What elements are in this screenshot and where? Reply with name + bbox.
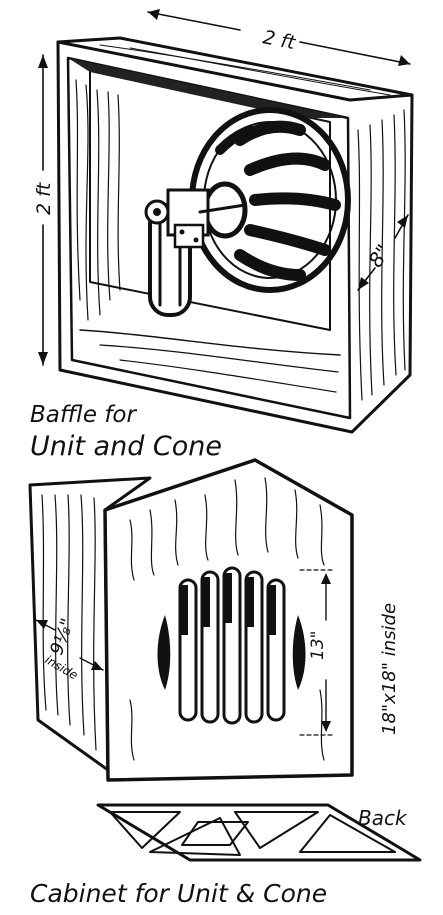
baffle-caption-line2: Unit and Cone	[30, 431, 222, 462]
height-dimension	[38, 54, 48, 366]
cabinet: 13" 9⅛" inside 18"x18" inside Back Cabin…	[28, 458, 422, 908]
width-label: 2 ft	[261, 26, 298, 54]
baffle-box: 2 ft 2 ft 8" Baffle for Unit and Cone	[30, 9, 414, 462]
grille	[157, 566, 306, 725]
back-label: Back	[358, 806, 408, 830]
width-dimension	[147, 9, 411, 66]
grille-height-label: 13"	[308, 631, 328, 660]
depth-label: 8"	[363, 240, 395, 272]
grille-height-dimension	[299, 569, 336, 736]
cabinet-caption: Cabinet for Unit & Cone	[30, 879, 327, 908]
face-dimension-label: 18"x18" inside	[379, 603, 400, 735]
baffle-caption-line1: Baffle for	[30, 402, 137, 428]
inside-depth-label: 9⅛"	[46, 616, 78, 658]
driving-unit	[144, 188, 247, 317]
back-panel	[96, 803, 422, 862]
speaker-cone	[189, 107, 351, 293]
height-label: 2 ft	[33, 181, 55, 215]
inside-depth-dimension	[35, 619, 104, 671]
depth-dimension	[357, 214, 409, 291]
